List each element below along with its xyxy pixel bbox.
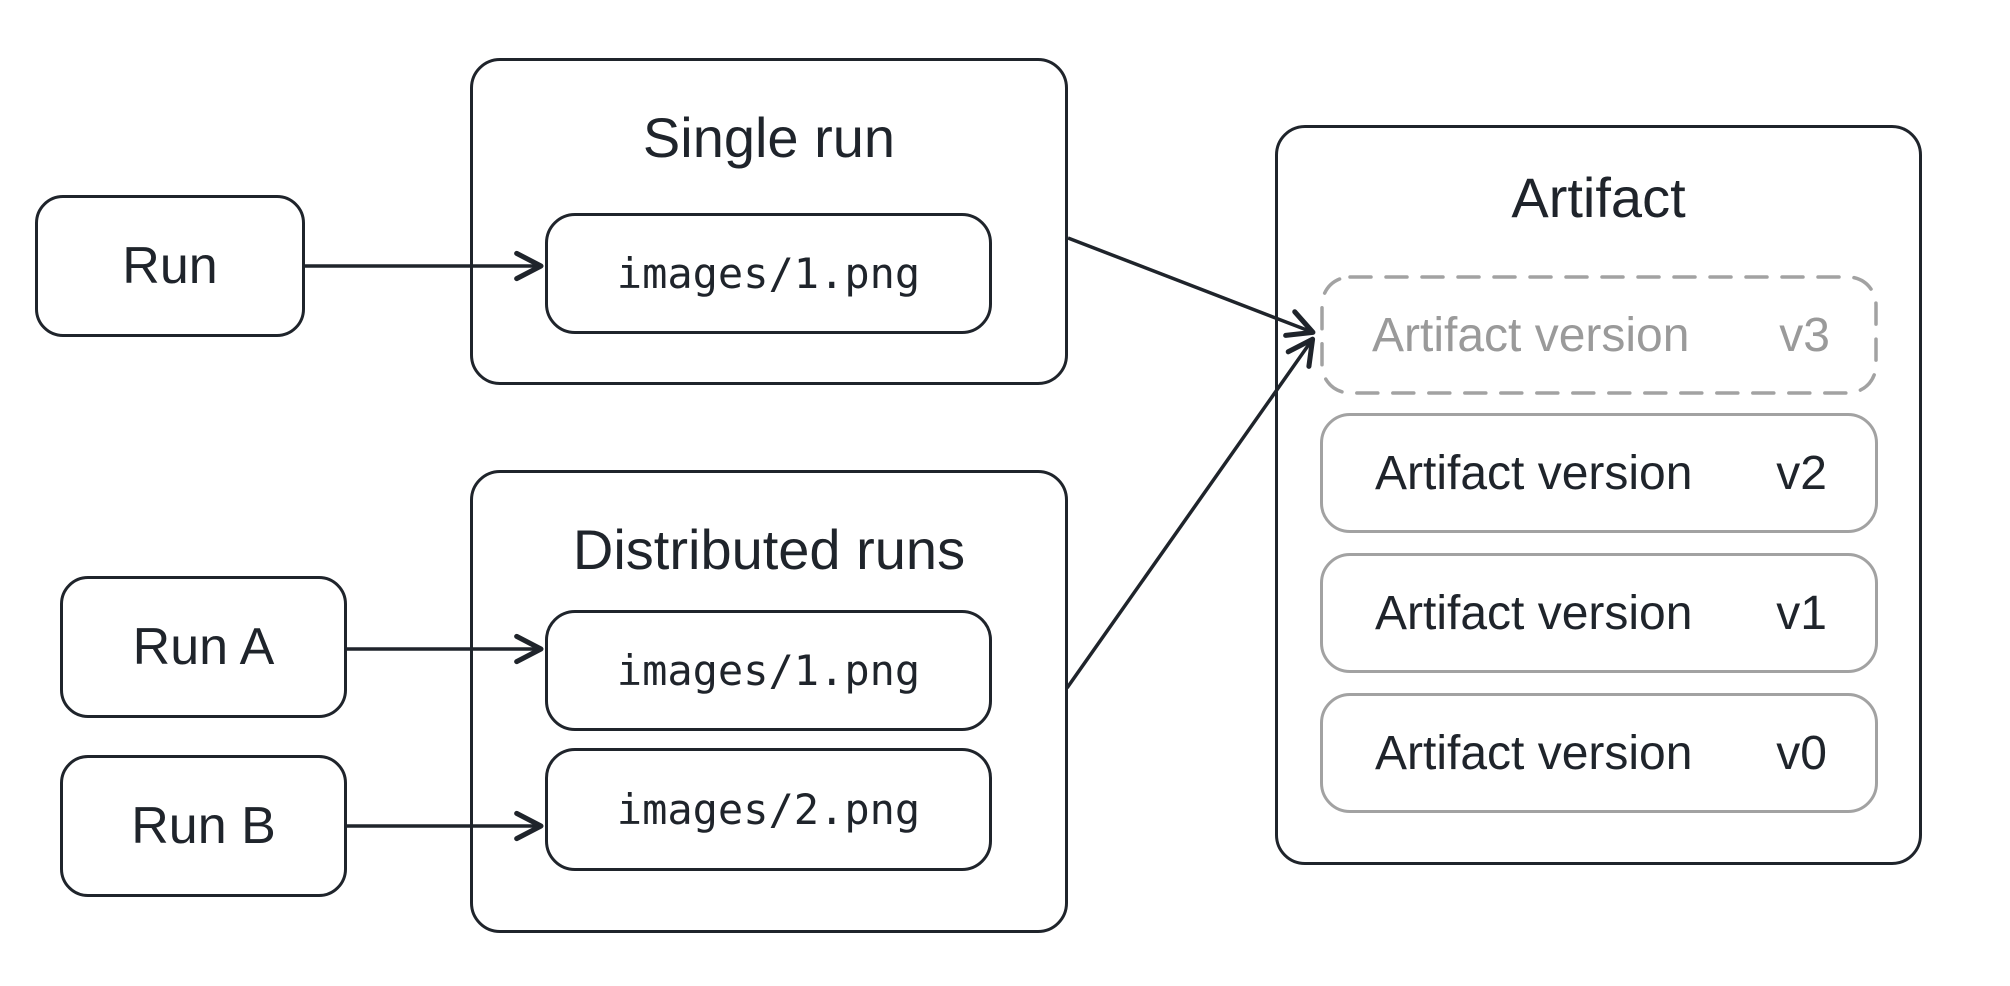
single-run-file-box: images/1.png	[545, 213, 992, 334]
single-run-title: Single run	[642, 106, 896, 169]
distributed-runs-file-1-label: images/1.png	[616, 646, 921, 695]
artifact-version-v2-tag: v2	[1776, 446, 1827, 500]
artifact-version-v1-tag: v1	[1776, 586, 1827, 640]
distributed-runs-file-box-1: images/1.png	[545, 610, 992, 731]
artifact-group	[1275, 125, 1922, 865]
artifact-version-row-v1: Artifact version v1	[1320, 553, 1878, 673]
run-b-node: Run B	[60, 755, 347, 897]
artifact-version-v1-label: Artifact version	[1375, 586, 1693, 640]
artifact-version-v3-tag: v3	[1779, 308, 1830, 362]
distributed-runs-title: Distributed runs	[572, 518, 966, 581]
distributed-runs-file-box-2: images/2.png	[545, 748, 992, 871]
artifact-title: Artifact	[1511, 166, 1686, 229]
run-a-node-label: Run A	[132, 618, 275, 676]
artifact-version-v2-label: Artifact version	[1375, 446, 1693, 500]
artifact-version-row-v3: Artifact version v3	[1320, 275, 1878, 395]
artifact-version-v0-label: Artifact version	[1375, 726, 1693, 780]
artifact-version-row-v2: Artifact version v2	[1320, 413, 1878, 533]
run-node-label: Run	[122, 237, 218, 295]
artifact-version-v3-label: Artifact version	[1372, 308, 1690, 362]
single-run-file-label: images/1.png	[616, 249, 921, 298]
distributed-runs-group	[470, 470, 1068, 933]
single-run-group	[470, 58, 1068, 385]
artifact-version-v0-tag: v0	[1776, 726, 1827, 780]
artifact-version-row-v0: Artifact version v0	[1320, 693, 1878, 813]
run-b-node-label: Run B	[131, 797, 276, 855]
run-node: Run	[35, 195, 305, 337]
run-a-node: Run A	[60, 576, 347, 718]
distributed-runs-file-2-label: images/2.png	[616, 785, 921, 834]
